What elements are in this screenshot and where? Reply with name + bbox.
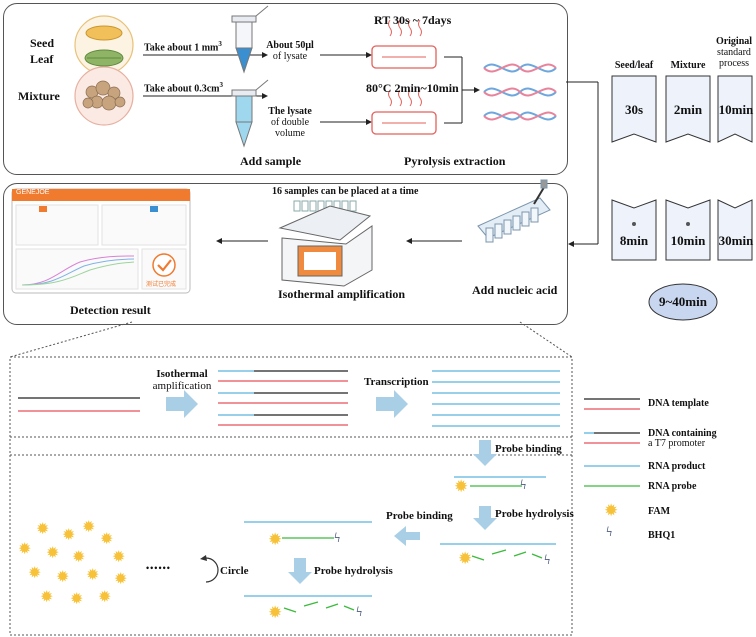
transcription-label: Transcription [364, 376, 429, 388]
fam-star-icon: ✹ [458, 549, 473, 568]
time-r1-original: 10min [718, 102, 754, 117]
seed-label: Seed [30, 36, 54, 50]
header-original-line1: Original [715, 36, 753, 47]
fam-star-icon: ✹ [70, 591, 84, 608]
fam-star-icon: ✹ [268, 530, 283, 549]
status-text: 测试已完成 [146, 281, 177, 288]
header-original: Original standard process [710, 36, 756, 69]
fam-star-icon: ✹ [98, 589, 112, 606]
fam-star-icon: ✹ [82, 519, 96, 536]
fam-star-icon: ✹ [62, 527, 76, 544]
bhq1-icon: ϟ [520, 478, 527, 493]
legend-bhq1: BHQ1 [648, 530, 676, 541]
bhq1-icon: ϟ [606, 525, 613, 540]
legend-rna-probe: RNA probe [648, 481, 697, 492]
lysate-seed-line2: of lysate [272, 51, 308, 62]
probe-binding-label-2: Probe binding [386, 510, 453, 522]
legend-dna-t7-line1: DNA containing [648, 428, 717, 439]
header-mixture: Mixture [670, 60, 706, 71]
fam-signal-cluster: ✹ ✹ ✹ ✹ ✹ ✹ ✹ ✹ ✹ ✹ ✹ ✹ ✹ ✹ ✹ [16, 520, 136, 620]
time-r2-original: 30min [718, 233, 754, 248]
time-r2-mixture: 10min [670, 233, 706, 248]
seed-leaf-label: Seed Leaf [30, 35, 54, 67]
legend-fam: FAM [648, 506, 671, 517]
legend-dna-t7-line2: a T7 promoter [648, 438, 706, 449]
fam-star-icon: ✹ [112, 549, 126, 566]
time-r1-mixture: 2min [673, 102, 703, 117]
leaf-label: Leaf [30, 52, 54, 66]
probe-binding-label-1: Probe binding [495, 443, 562, 455]
take-mix-main: Take about 0.3cm [144, 83, 220, 95]
circle-label: Circle [220, 565, 249, 577]
take-mix-text: Take about 0.3cm3 [144, 81, 223, 94]
sample-prep-panel [3, 3, 568, 175]
fam-star-icon: ✹ [86, 567, 100, 584]
brand-text: GENEJOE [16, 189, 50, 196]
rt-condition: RT 30s ~ 7days [374, 13, 452, 27]
header-original-line3: process [719, 58, 749, 69]
add-sample-caption: Add sample [240, 154, 302, 168]
fam-star-icon: ✹ [56, 569, 70, 586]
fam-star-icon: ✹ [72, 549, 86, 566]
dots-ellipsis: •••••• [146, 563, 171, 573]
fam-star-icon: ✹ [604, 501, 619, 520]
fam-star-icon: ✹ [100, 531, 114, 548]
lysate-mix-text: The lysate of double volume [265, 106, 315, 139]
fam-star-icon: ✹ [46, 545, 60, 562]
probe-hydrolysis-label-1: Probe hydrolysis [495, 508, 574, 520]
isothermal-caption: Isothermal amplification [278, 287, 405, 301]
take-seed-text: Take about 1 mm3 [144, 40, 222, 53]
samples-caption: 16 samples can be placed at a time [272, 186, 419, 197]
bhq1-icon: ϟ [334, 531, 341, 546]
legend-dna-template: DNA template [648, 398, 709, 409]
isothermal-line2: amplification [152, 380, 212, 392]
legend-dna-t7: DNA containing a T7 promoter [648, 429, 717, 449]
header-seed-leaf: Seed/leaf [614, 60, 654, 71]
detection-caption: Detection result [70, 303, 151, 317]
header-original-line2: standard [717, 47, 751, 58]
take-mix-sup: 3 [219, 81, 223, 89]
total-time: 9~40min [659, 294, 707, 309]
time-r1-seed: 30s [624, 102, 644, 117]
fam-star-icon: ✹ [268, 603, 283, 622]
lysate-mix-line2: of double [270, 117, 310, 128]
take-seed-sup: 3 [218, 40, 222, 48]
isothermal-step-label: Isothermal amplification [146, 368, 218, 392]
fam-star-icon: ✹ [18, 541, 32, 558]
take-seed-main: Take about 1 mm [144, 42, 219, 54]
fam-star-icon: ✹ [28, 565, 42, 582]
fam-star-icon: ✹ [114, 571, 128, 588]
legend-rna-product: RNA product [648, 461, 706, 472]
mixture-label: Mixture [18, 89, 60, 103]
lysate-mix-line1: The lysate [268, 106, 312, 117]
lysate-seed-line1: About 50μl [266, 40, 314, 51]
fam-star-icon: ✹ [454, 477, 469, 496]
probe-hydrolysis-label-2: Probe hydrolysis [314, 565, 393, 577]
time-r2-seed: 8min [619, 233, 649, 248]
lysate-seed-text: About 50μl of lysate [265, 40, 315, 62]
add-nucleic-caption: Add nucleic acid [472, 283, 558, 297]
fam-star-icon: ✹ [36, 521, 50, 538]
heat-condition: 80°C 2min~10min [366, 81, 459, 95]
isothermal-line1: Isothermal [156, 368, 208, 380]
fam-star-icon: ✹ [40, 589, 54, 606]
bhq1-icon: ϟ [356, 605, 363, 620]
pyrolysis-caption: Pyrolysis extraction [404, 154, 506, 168]
bhq1-icon: ϟ [544, 553, 551, 568]
lysate-mix-line3: volume [275, 128, 305, 139]
